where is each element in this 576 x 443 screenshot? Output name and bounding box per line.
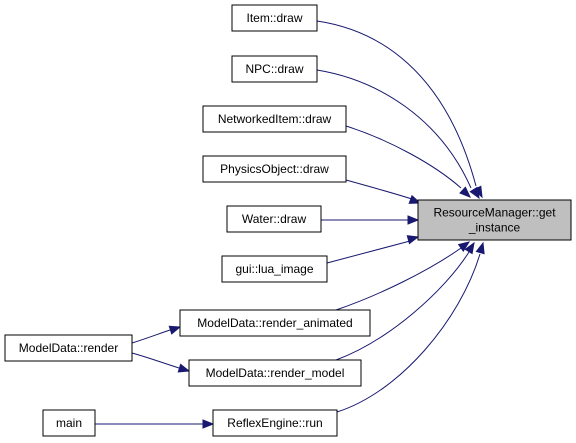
edge-model_data_render-to-model_data_render_model bbox=[131, 352, 191, 373]
node-water-draw[interactable]: Water::draw bbox=[226, 205, 322, 233]
node-label: ResourceManager::get bbox=[433, 206, 556, 220]
node-label: NPC::draw bbox=[245, 62, 303, 76]
node-main[interactable]: main bbox=[42, 409, 96, 437]
edge-line bbox=[131, 352, 180, 369]
node-networked-item-draw[interactable]: NetworkedItem::draw bbox=[202, 105, 347, 133]
arrowhead bbox=[475, 241, 485, 255]
node-box bbox=[42, 409, 96, 437]
node-label: Item::draw bbox=[246, 11, 302, 25]
node-label: main bbox=[56, 416, 82, 430]
node-box bbox=[231, 55, 318, 83]
node-model-data-render-model[interactable]: ModelData::render_model bbox=[188, 359, 362, 387]
node-resource-manager-get-instance[interactable]: ResourceManager::get_instance bbox=[417, 199, 572, 241]
arrowhead bbox=[464, 241, 475, 255]
edge-line bbox=[316, 20, 477, 187]
arrowhead bbox=[168, 325, 182, 335]
edges bbox=[95, 20, 485, 429]
node-box bbox=[231, 4, 318, 32]
edge-line bbox=[336, 253, 481, 413]
node-label: _instance bbox=[468, 221, 521, 235]
edge-line bbox=[316, 69, 472, 189]
edge-networked_item_draw-to-resource_manager_get_instance bbox=[345, 125, 471, 198]
edge-model_data_render-to-model_data_render_animated bbox=[131, 325, 182, 344]
node-box bbox=[188, 359, 362, 387]
node-label: gui::lua_image bbox=[235, 262, 313, 276]
arrowhead bbox=[406, 235, 420, 245]
node-model-data-render-animated[interactable]: ModelData::render_animated bbox=[179, 309, 371, 337]
node-item-draw[interactable]: Item::draw bbox=[231, 4, 318, 32]
node-physics-object-draw[interactable]: PhysicsObject::draw bbox=[202, 155, 347, 183]
node-box bbox=[4, 334, 133, 362]
node-gui-lua-image[interactable]: gui::lua_image bbox=[221, 255, 328, 283]
node-label: ModelData::render bbox=[19, 341, 118, 355]
edge-line bbox=[326, 240, 411, 264]
edge-npc_draw-to-resource_manager_get_instance bbox=[316, 69, 480, 200]
arrowhead bbox=[202, 419, 215, 429]
edge-model_data_render_animated-to-resource_manager_get_instance bbox=[335, 241, 471, 311]
node-label: NetworkedItem::draw bbox=[218, 112, 332, 126]
edge-gui_lua_image-to-resource_manager_get_instance bbox=[326, 235, 420, 264]
edge-line bbox=[345, 125, 462, 189]
arrowhead bbox=[457, 241, 471, 252]
node-label: Water::draw bbox=[242, 212, 307, 226]
arrowhead bbox=[408, 194, 422, 204]
node-box bbox=[221, 255, 328, 283]
edge-reflex_engine_run-to-resource_manager_get_instance bbox=[336, 241, 485, 413]
node-model-data-render[interactable]: ModelData::render bbox=[4, 334, 133, 362]
node-box bbox=[212, 409, 338, 437]
arrowhead bbox=[177, 363, 191, 373]
node-box bbox=[202, 155, 347, 183]
arrowhead bbox=[469, 186, 480, 200]
node-reflex-engine-run[interactable]: ReflexEngine::run bbox=[212, 409, 338, 437]
arrowhead bbox=[459, 186, 471, 198]
node-label: ReflexEngine::run bbox=[227, 416, 322, 430]
edge-line bbox=[335, 247, 462, 311]
edge-model_data_render_model-to-resource_manager_get_instance bbox=[335, 241, 475, 361]
edge-line bbox=[131, 329, 171, 344]
node-box bbox=[417, 199, 572, 241]
node-label: ModelData::render_animated bbox=[197, 316, 352, 330]
node-box bbox=[179, 309, 371, 337]
edge-main-to-reflex_engine_run bbox=[95, 419, 215, 429]
edge-line bbox=[335, 251, 470, 361]
edge-physics_object_draw-to-resource_manager_get_instance bbox=[345, 179, 422, 204]
arrowhead bbox=[407, 215, 420, 225]
node-label: ModelData::render_model bbox=[206, 366, 345, 380]
edge-line bbox=[345, 179, 416, 201]
nodes: Item::drawNPC::drawNetworkedItem::drawPh… bbox=[4, 4, 572, 437]
node-label: PhysicsObject::draw bbox=[220, 162, 329, 176]
edge-water_draw-to-resource_manager_get_instance bbox=[321, 215, 420, 225]
node-box bbox=[202, 105, 347, 133]
node-npc-draw[interactable]: NPC::draw bbox=[231, 55, 318, 83]
node-box bbox=[226, 205, 322, 233]
